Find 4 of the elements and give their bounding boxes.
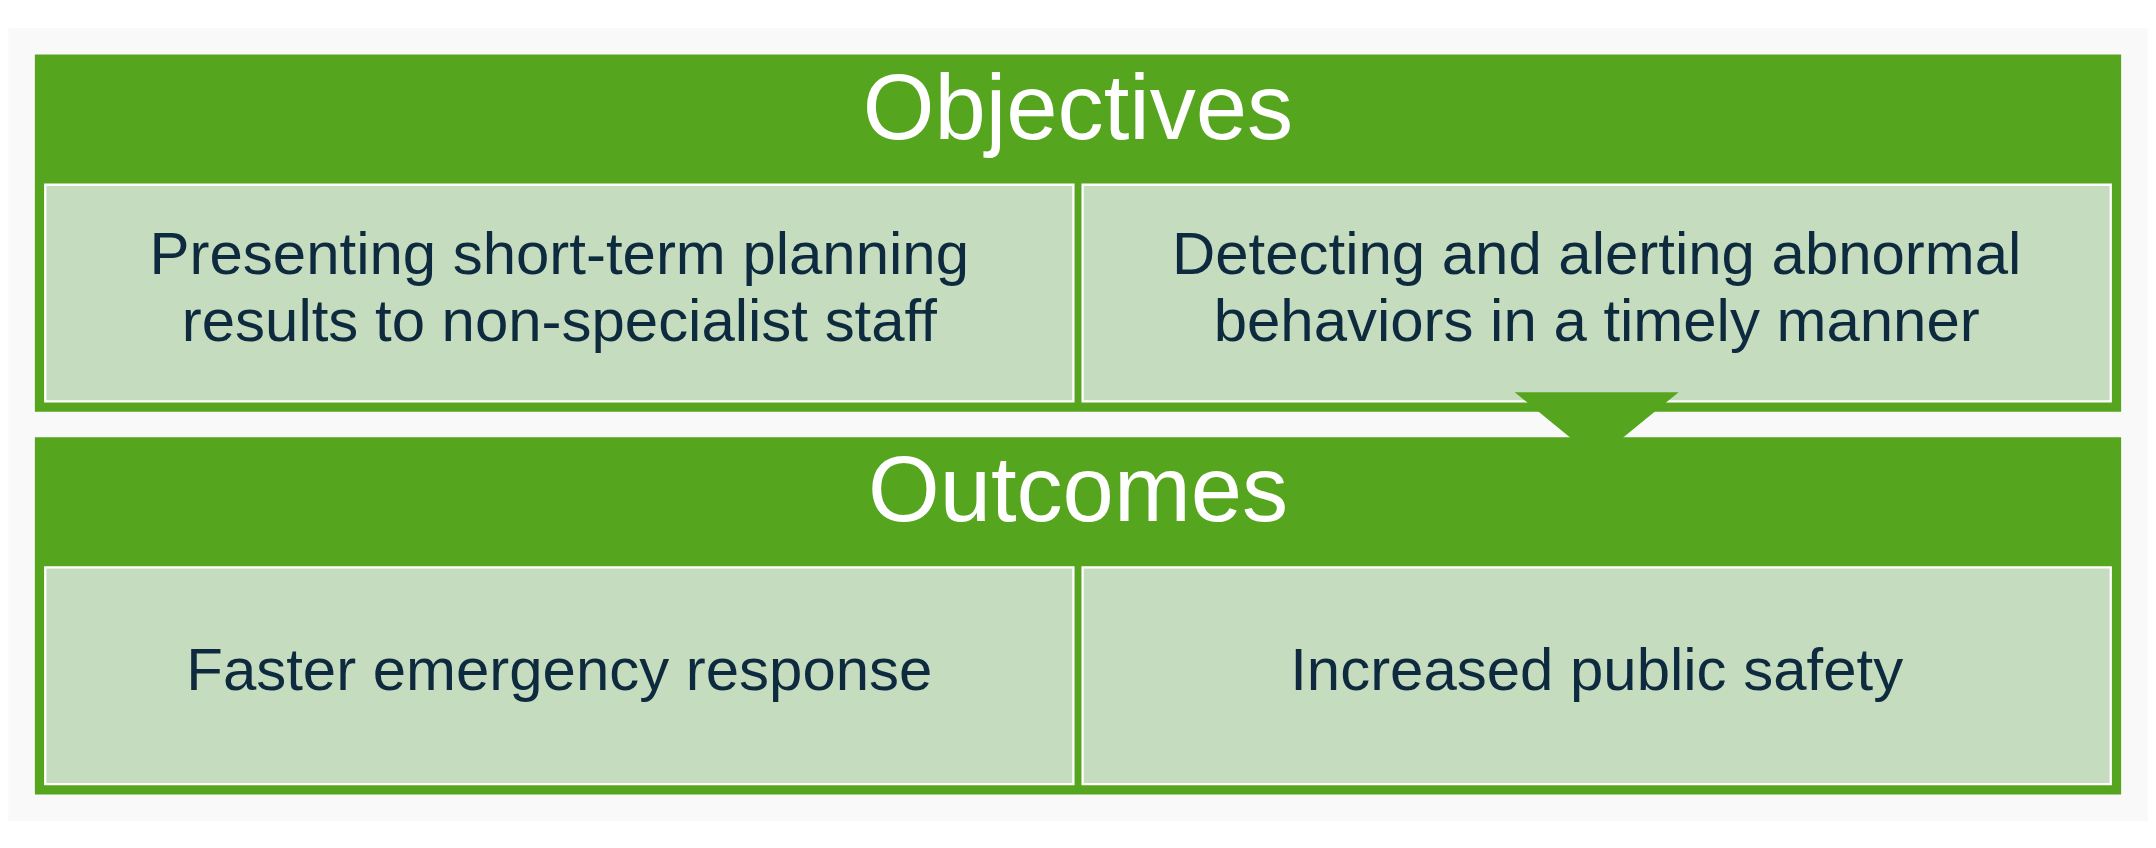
node-box: Faster emergency response (44, 565, 1075, 785)
node-box: Increased public safety (1081, 565, 2112, 785)
node-box: Presenting short-term planning results to non-specialist staff (44, 183, 1075, 403)
node-box: Detecting and alerting abnormal behaviors in a timely manner (1081, 183, 2112, 403)
